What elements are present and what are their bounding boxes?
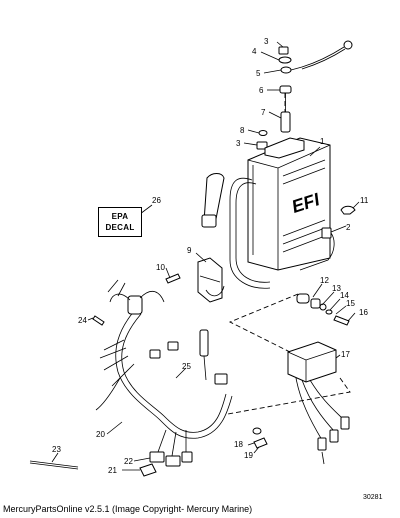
callout-4: 4 [252,47,257,56]
side-connector-part [299,227,335,271]
callout-6: 6 [259,86,264,95]
callout-3: 3 [264,37,269,46]
callout-11: 11 [360,196,369,205]
callout-20: 20 [96,430,105,439]
callout-24: 24 [78,316,87,325]
callout-19: 19 [244,451,253,460]
spacer-part [279,85,292,94]
top-nut-part [278,46,289,55]
copyright-footer: MercuryPartsOnline v2.5.1 (Image Copyrig… [3,504,253,514]
efi-module: EFI [247,137,331,271]
cable-tie-part [29,460,79,470]
callout-12: 12 [320,276,329,285]
mounting-bracket-part [165,257,225,303]
callout-18: 18 [234,440,243,449]
callout-10: 10 [156,263,165,272]
washer-part [278,56,292,64]
callout-26: 26 [152,196,161,205]
assembly-dashed-lines [227,93,351,415]
epa-decal-line2: DECAL [105,223,135,232]
pin-part [92,315,105,326]
main-wiring-harness [95,279,233,439]
figure-number: 30281 [363,494,383,501]
callout-5: 5 [256,69,261,78]
ground-stud-group [296,293,350,326]
ring-terminal-part [280,40,353,74]
clip-part [340,205,356,215]
callout-3b: 3 [236,139,241,148]
module-harness-cable [201,173,271,289]
callout-9: 9 [187,246,192,255]
callout-7: 7 [261,108,266,117]
stud-part [280,93,291,133]
callout-8: 8 [240,126,245,135]
callout-1: 1 [320,137,325,146]
callout-25: 25 [182,362,191,371]
callout-17: 17 [341,350,350,359]
callout-23: 23 [52,445,61,454]
callout-15: 15 [346,299,355,308]
control-box-part [287,341,350,465]
callout-14: 14 [340,291,349,300]
pigtail-harness [139,429,193,477]
screw-part [252,427,268,449]
callout-13: 13 [332,284,341,293]
callout-22: 22 [124,457,133,466]
callout-2: 2 [346,223,351,232]
callout-labels: 1 2 3 3 4 5 6 7 8 9 10 11 12 13 14 15 16… [52,37,369,475]
callout-16: 16 [359,308,368,317]
callout-21: 21 [108,466,117,475]
leader-lines [51,41,360,471]
epa-decal-label: EPA DECAL [98,207,142,237]
epa-decal-line1: EPA [111,212,129,221]
side-washer-part [256,130,268,150]
